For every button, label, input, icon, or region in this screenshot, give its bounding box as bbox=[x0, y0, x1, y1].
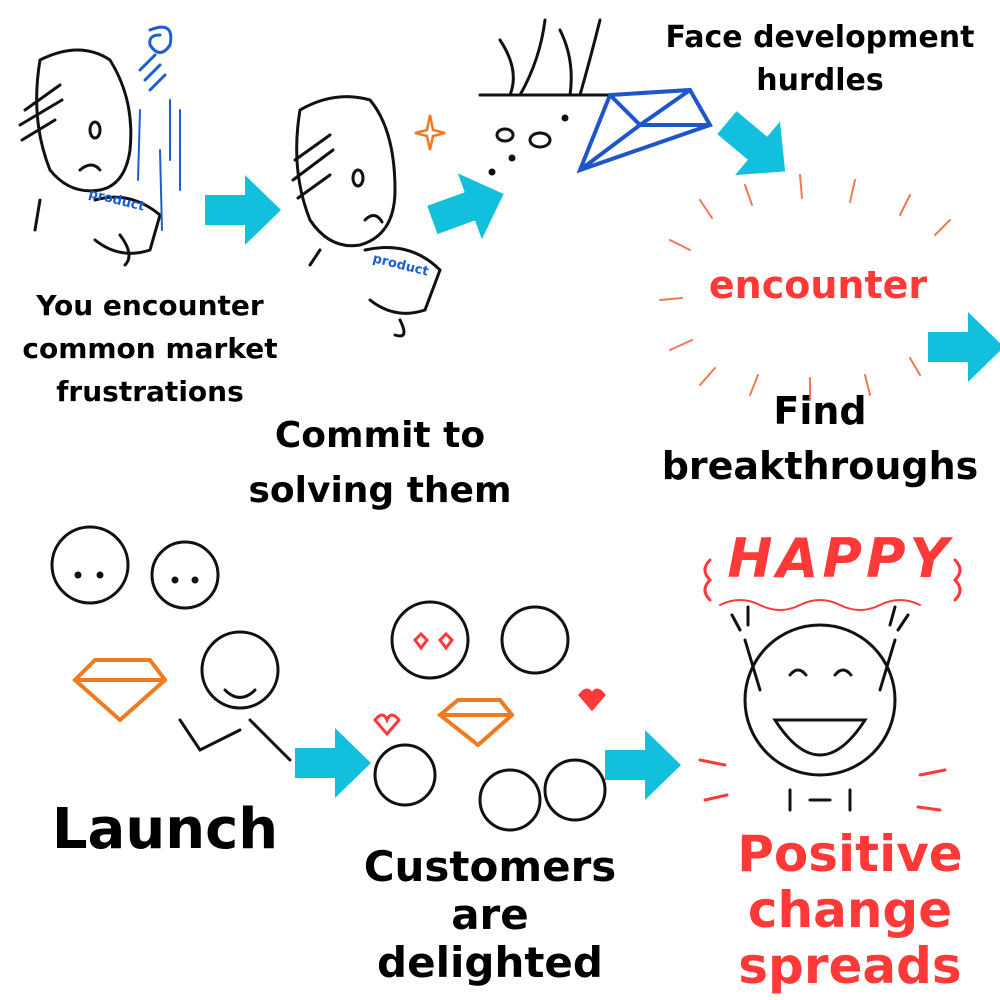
caption-line: Find bbox=[773, 389, 867, 433]
caption-line: Customers bbox=[363, 842, 617, 891]
caption-line: spreads bbox=[738, 937, 962, 995]
caption-line: solving them bbox=[248, 470, 512, 511]
caption-line: breakthroughs bbox=[661, 444, 979, 488]
step-breakthroughs-caption: Find breakthroughs bbox=[630, 384, 1000, 494]
step-customers-caption: Customers are delighted bbox=[330, 843, 650, 987]
arrow-down-right-icon bbox=[717, 111, 786, 176]
arrow-right-icon bbox=[295, 728, 371, 798]
caption-line: are bbox=[451, 890, 529, 939]
caption-line: common market bbox=[22, 332, 278, 365]
caption-line: hurdles bbox=[756, 63, 884, 98]
step-positive-change-caption: Positive change spreads bbox=[700, 826, 1000, 994]
step-commit-caption: Commit to solving them bbox=[200, 408, 560, 518]
caption-line: Commit to bbox=[274, 415, 486, 456]
burst-word: encounter bbox=[708, 263, 928, 307]
delighted-customers-sketch bbox=[373, 600, 607, 832]
launch-team-sketch bbox=[50, 525, 292, 762]
happy-banner: HAPPY bbox=[727, 527, 953, 590]
burst-lines bbox=[659, 174, 951, 401]
determined-person-sketch bbox=[291, 95, 446, 338]
caption-line: Face development bbox=[665, 20, 975, 55]
caption-line: delighted bbox=[377, 938, 603, 987]
caption-line: Positive bbox=[737, 825, 963, 883]
caption-line: You encounter bbox=[36, 289, 264, 322]
arrow-up-right-icon bbox=[427, 173, 504, 240]
arrow-right-icon bbox=[205, 175, 281, 245]
frustrated-person-sketch bbox=[18, 25, 181, 267]
step-hurdles-caption: Face development hurdles bbox=[630, 16, 1000, 102]
step-frustrations-caption: You encounter common market frustrations bbox=[0, 284, 300, 413]
roots-rocks-diamond-sketch bbox=[478, 18, 713, 176]
arrow-right-icon bbox=[605, 730, 681, 800]
step-launch-caption: Launch bbox=[51, 797, 279, 862]
happy-person-sketch bbox=[698, 558, 962, 812]
caption-line: change bbox=[747, 881, 953, 939]
caption-line: frustrations bbox=[56, 375, 244, 408]
arrow-right-icon bbox=[928, 312, 1000, 382]
